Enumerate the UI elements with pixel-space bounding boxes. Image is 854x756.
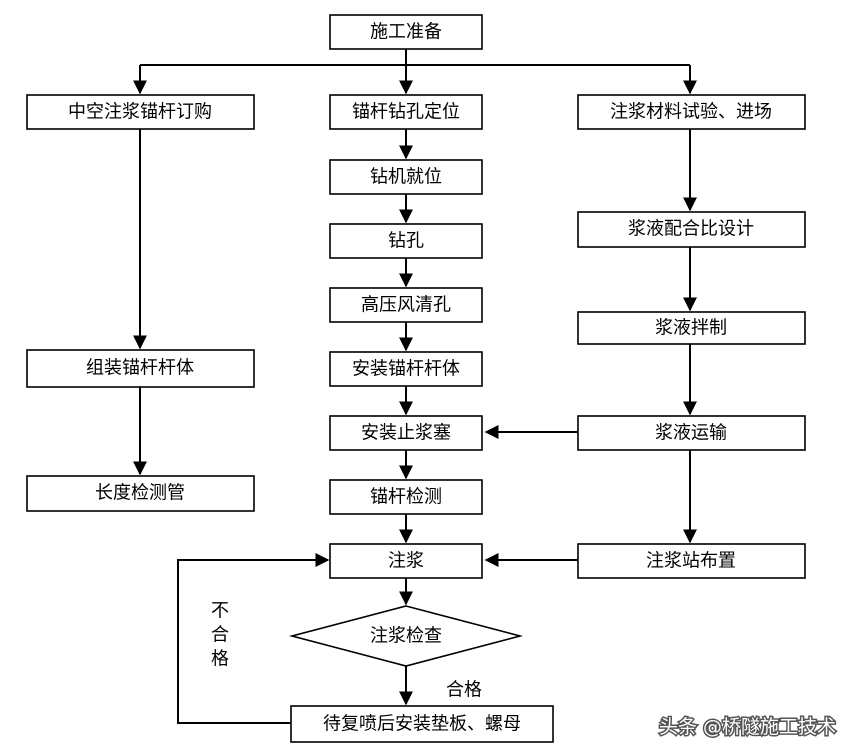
node-inspect: 锚杆检测 [329, 479, 483, 515]
node-transport: 浆液运输 [577, 415, 806, 451]
node-purchase: 中空注浆锚杆订购 [26, 94, 255, 130]
watermark: 头条 @桥隧施工技术 [659, 716, 836, 738]
node-grout-label: 注浆 [388, 551, 424, 572]
node-station: 注浆站布置 [577, 543, 806, 579]
node-mixing-label: 浆液拌制 [655, 318, 727, 339]
node-inspect-label: 锚杆检测 [370, 487, 442, 508]
node-air-clean: 高压风清孔 [329, 287, 483, 323]
node-length-tube: 长度检测管 [26, 475, 255, 512]
node-mix-design: 浆液配合比设计 [577, 211, 806, 248]
node-transport-label: 浆液运输 [655, 423, 727, 444]
node-assemble-label: 组装锚杆杆体 [86, 358, 194, 379]
node-assemble: 组装锚杆杆体 [26, 349, 255, 388]
node-locate-label: 锚杆钻孔定位 [352, 102, 460, 123]
node-prep: 施工准备 [329, 14, 483, 50]
node-install-body: 安装锚杆杆体 [329, 351, 483, 387]
node-mix-design-label: 浆液配合比设计 [628, 219, 754, 240]
node-drill-pos: 钻机就位 [329, 159, 483, 195]
node-install-cap-label: 安装止浆塞 [361, 423, 451, 444]
node-purchase-label: 中空注浆锚杆订购 [68, 102, 212, 123]
node-material-label: 注浆材料试验、进场 [610, 102, 772, 123]
node-install-cap: 安装止浆塞 [329, 415, 483, 451]
node-locate: 锚杆钻孔定位 [329, 94, 483, 130]
node-install-body-label: 安装锚杆杆体 [352, 359, 460, 380]
node-mixing: 浆液拌制 [577, 311, 806, 345]
node-drill: 钻孔 [329, 223, 483, 259]
node-length-tube-label: 长度检测管 [95, 483, 185, 504]
node-station-label: 注浆站布置 [646, 551, 736, 572]
node-grout-check: 注浆检查 [288, 605, 524, 667]
node-plate: 待复喷后安装垫板、螺母 [290, 705, 554, 743]
fail-char-2: 合 [211, 625, 229, 646]
node-air-clean-label: 高压风清孔 [361, 295, 451, 316]
node-grout: 注浆 [329, 543, 483, 579]
node-drill-label: 钻孔 [388, 231, 424, 252]
connectors [133, 49, 697, 724]
node-plate-label: 待复喷后安装垫板、螺母 [323, 714, 521, 735]
edge-label-pass: 合格 [446, 680, 482, 701]
fail-char-1: 不 [211, 601, 229, 622]
fail-char-3: 格 [211, 649, 229, 670]
edge-label-fail: 不 合 格 [211, 601, 229, 670]
node-material: 注浆材料试验、进场 [577, 94, 806, 130]
node-grout-check-label: 注浆检查 [370, 626, 442, 647]
node-drill-pos-label: 钻机就位 [370, 167, 442, 188]
node-prep-label: 施工准备 [370, 22, 442, 43]
